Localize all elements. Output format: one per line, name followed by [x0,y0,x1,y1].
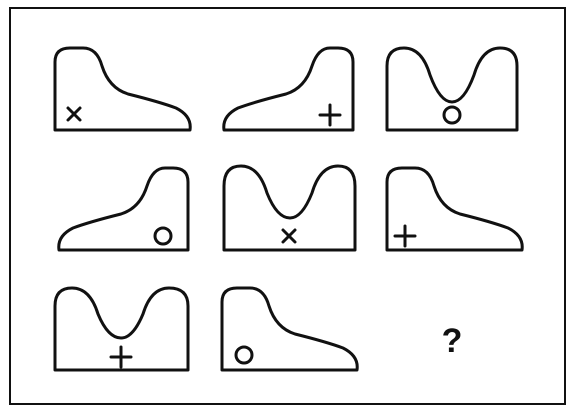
peak-right-shape [224,48,353,130]
cell-6 [387,168,522,250]
cell-5 [224,166,355,250]
plus-marker [395,226,415,246]
circle-marker [155,228,171,244]
peak-right-shape [59,168,188,250]
peak-left-shape [387,168,522,250]
circle-marker [444,107,460,123]
peak-left-shape [55,48,190,130]
cross-marker [68,108,80,120]
peak-left-shape [222,288,357,370]
cross-marker [283,230,295,242]
plus-marker [111,347,131,367]
plus-marker [320,105,340,125]
cell-7 [55,288,188,370]
cell-1 [55,48,190,130]
cell-2 [224,48,353,130]
cell-4 [59,168,188,250]
question-mark: ? [442,322,463,360]
cell-3 [387,48,517,130]
cell-8 [222,288,357,370]
cell-9: ? [442,322,463,360]
valley-shape [387,48,517,130]
circle-marker [236,347,252,363]
